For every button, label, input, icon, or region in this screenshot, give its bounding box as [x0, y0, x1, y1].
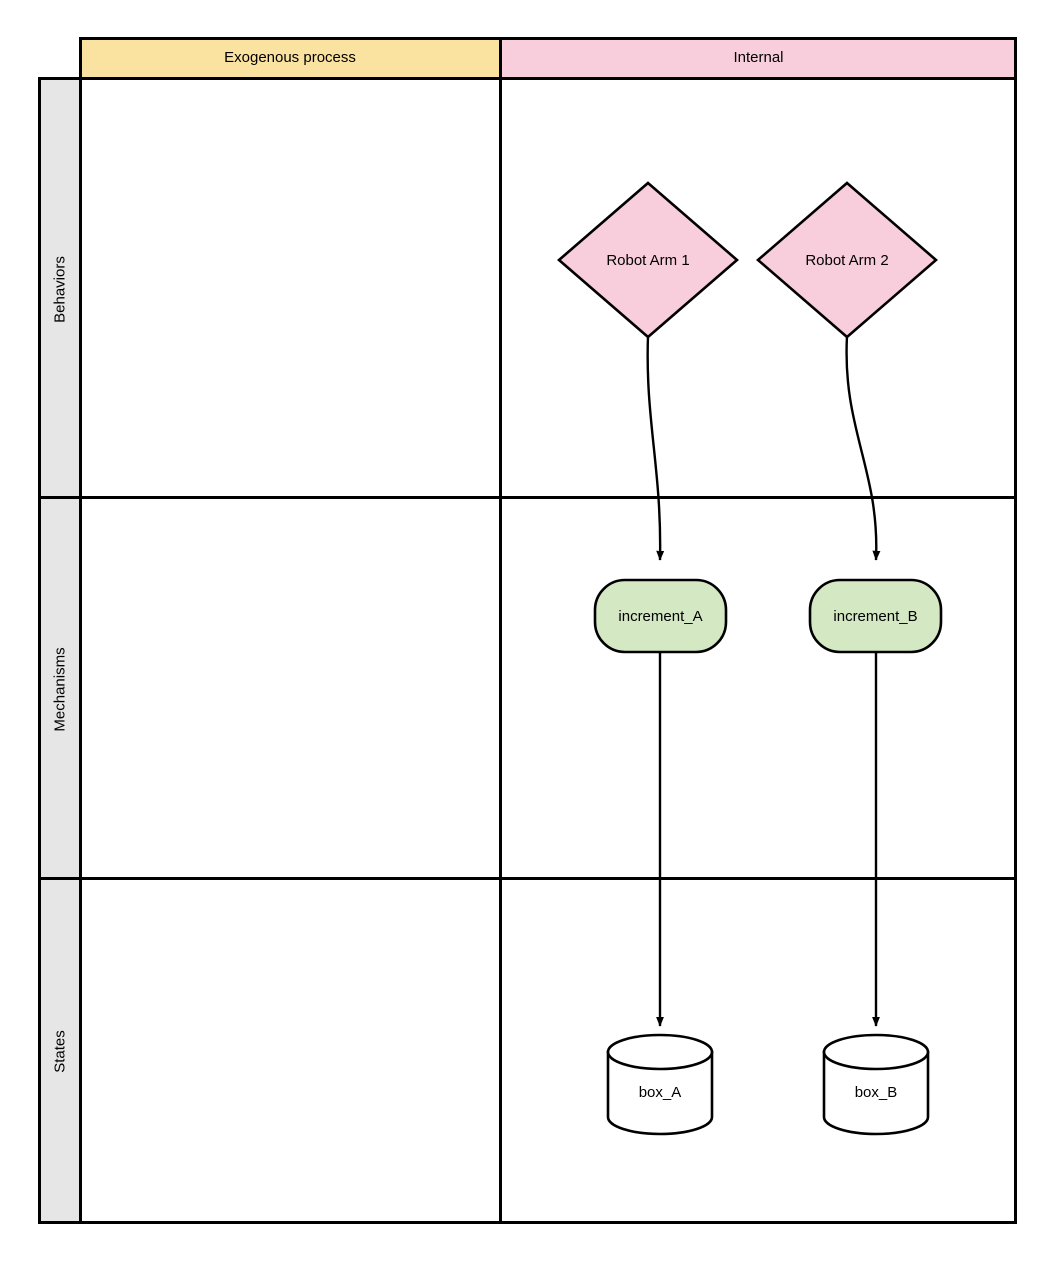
row-header-states-label: States: [51, 1030, 69, 1073]
row-header-mechanisms-label: Mechanisms: [51, 647, 69, 732]
cell-exogenous-states: [79, 877, 502, 1224]
cell-exogenous-mechanisms: [79, 496, 502, 880]
node-robot-arm-1-shape[interactable]: [557, 181, 739, 339]
node-robot-arm-2-shape[interactable]: [756, 181, 938, 339]
cell-internal-behaviors: [499, 77, 1017, 499]
node-box-b-shape[interactable]: [822, 1033, 930, 1136]
edge-robot-arm-2-to-increment-b[interactable]: [845, 335, 881, 561]
cell-internal-mechanisms: [499, 496, 1017, 880]
node-increment-a-shape[interactable]: [593, 578, 728, 654]
row-header-states-cell[interactable]: [38, 877, 82, 1224]
column-header-internal-label: Internal: [733, 49, 784, 66]
cell-exogenous-behaviors: [79, 77, 502, 499]
cell-internal-states: [499, 877, 1017, 1224]
nodes-group: [557, 181, 943, 1136]
node-increment-b-shape[interactable]: [808, 578, 943, 654]
edge-robot-arm-1-to-increment-a[interactable]: [646, 335, 665, 561]
edges-group: [646, 335, 881, 1027]
column-header-exogenous-label: Exogenous process: [224, 49, 356, 66]
row-header-behaviors-label: Behaviors: [51, 256, 69, 323]
swimlane-grid: [38, 37, 1017, 1224]
node-box-a-shape[interactable]: [606, 1033, 714, 1136]
